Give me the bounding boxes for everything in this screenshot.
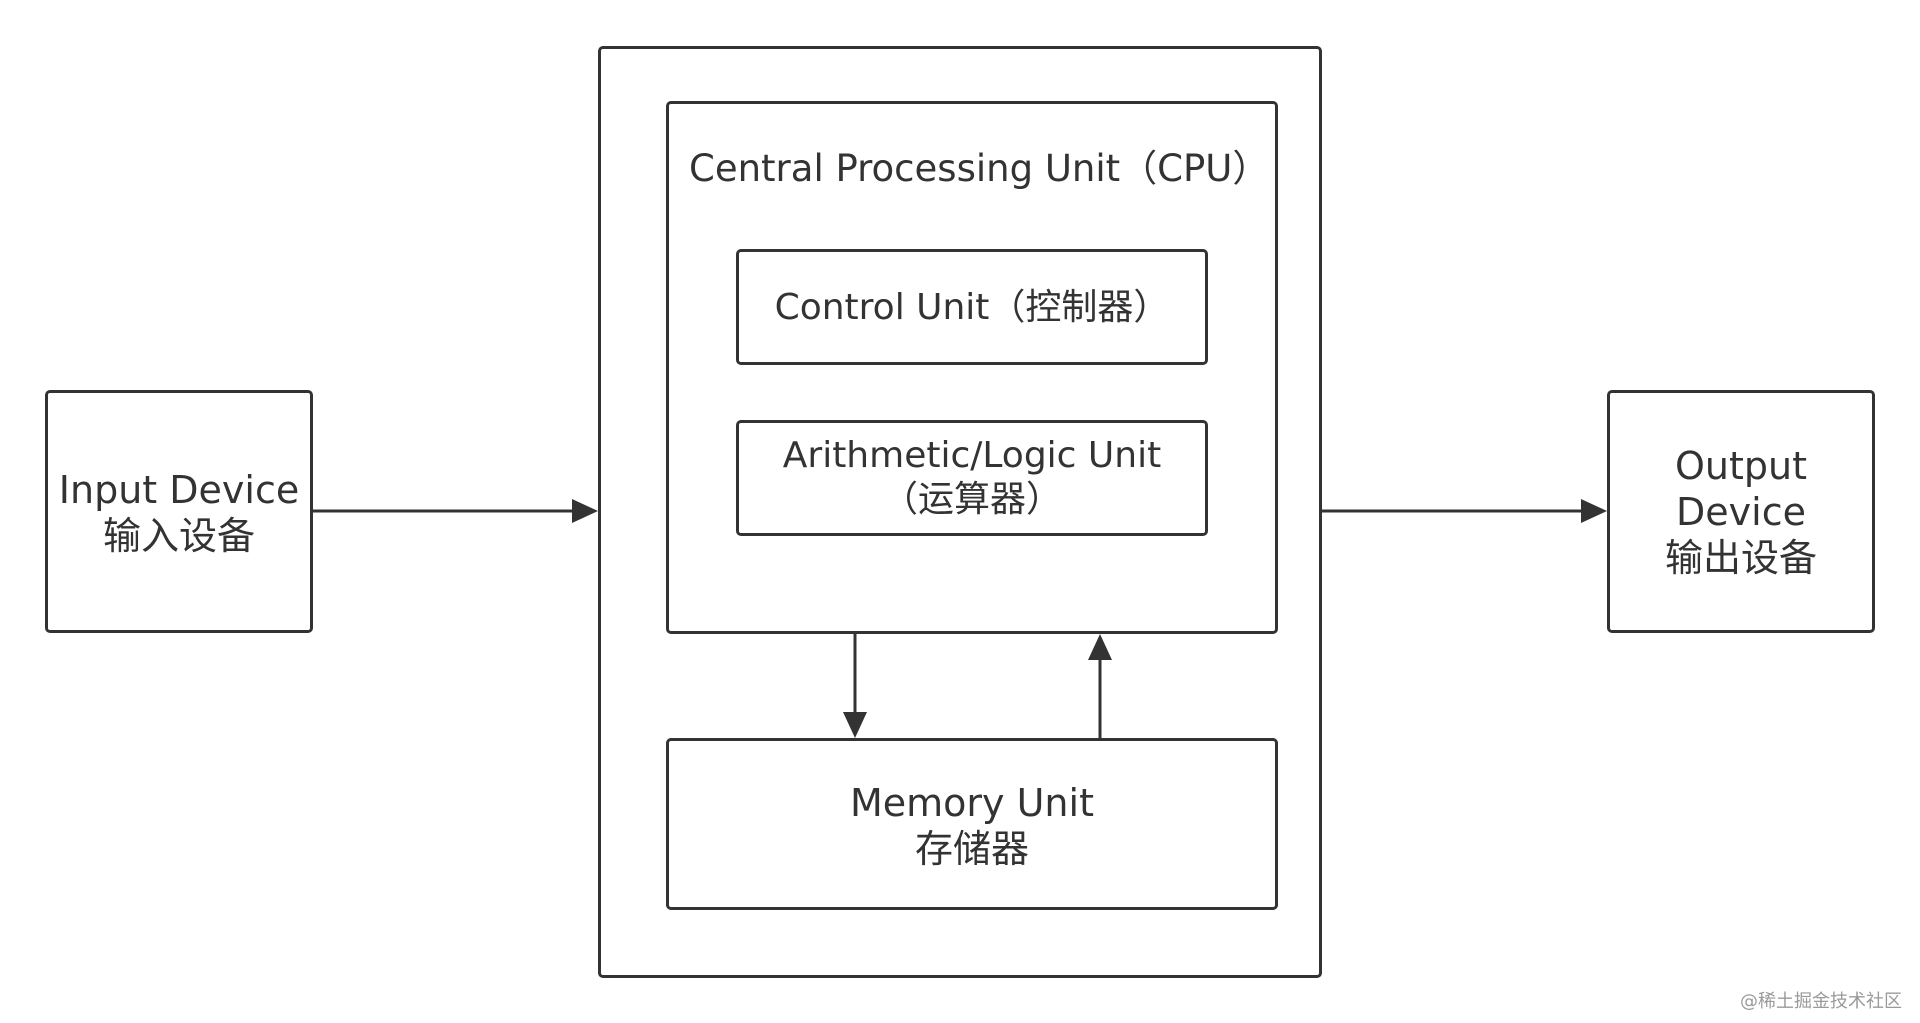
alu-label-line1: Arithmetic/Logic Unit [782, 435, 1162, 476]
memory-unit-label: Memory Unit 存储器 [669, 780, 1275, 872]
cpu-title: Central Processing Unit（CPU） [689, 147, 1270, 190]
memory-unit-label-line2: 存储器 [914, 827, 1029, 871]
output-device-label: Output Device 输出设备 [1610, 443, 1872, 581]
arrow-memory-to-cpu [1088, 634, 1112, 738]
watermark-text: @稀土掘金技术社区 [1740, 991, 1902, 1012]
memory-unit-label-line1: Memory Unit [850, 781, 1094, 825]
alu-label-line2: （运算器） [881, 479, 1062, 520]
arrow-cpu-to-memory [843, 634, 867, 738]
control-unit-label: Control Unit（控制器） [774, 287, 1170, 328]
output-device-label-line2: Device [1676, 490, 1806, 534]
arrow-computer-to-output [1322, 499, 1607, 523]
input-device-label-line1: Input Device [58, 468, 300, 512]
cpu-box: Central Processing Unit（CPU） [666, 101, 1278, 634]
alu-box: Arithmetic/Logic Unit （运算器） [736, 420, 1208, 536]
control-unit-box: Control Unit（控制器） [736, 249, 1208, 365]
input-device-label-line2: 输入设备 [102, 514, 255, 558]
memory-unit-box: Memory Unit 存储器 [666, 738, 1278, 910]
output-device-box: Output Device 输出设备 [1607, 390, 1875, 633]
output-device-label-line1: Output [1675, 444, 1807, 488]
output-device-label-line3: 输出设备 [1664, 536, 1817, 580]
input-device-box: Input Device 输入设备 [45, 390, 313, 633]
arrow-input-to-computer [313, 499, 598, 523]
alu-label: Arithmetic/Logic Unit （运算器） [739, 434, 1205, 522]
input-device-label: Input Device 输入设备 [48, 467, 310, 559]
